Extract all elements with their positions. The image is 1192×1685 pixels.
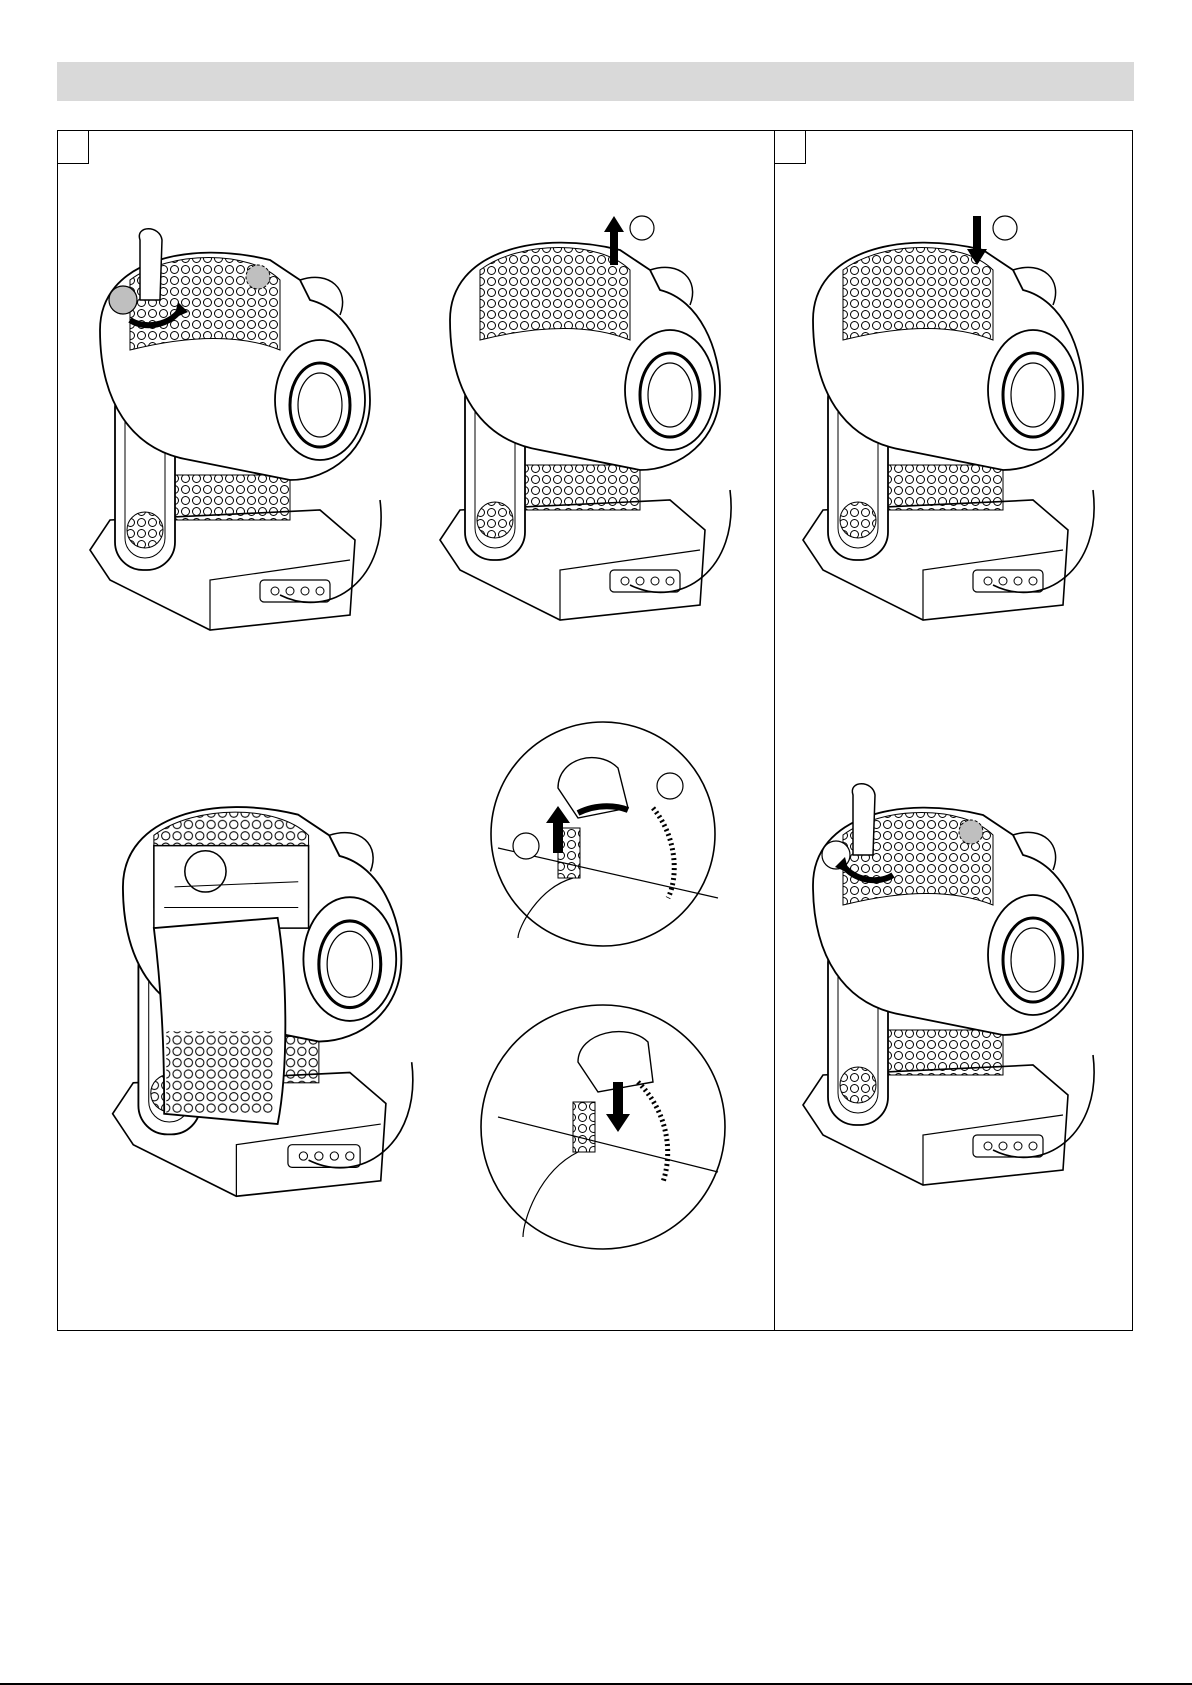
- header-bar: [57, 62, 1134, 101]
- callout-circle: [630, 216, 654, 240]
- moving-head-screw-icon: [783, 755, 1103, 1215]
- panel-divider: [774, 130, 775, 1331]
- step-box-left: [57, 130, 89, 164]
- callout-circle: [109, 286, 137, 314]
- callout-circle: [513, 833, 539, 859]
- detail-pull-turn-pin-icon: [478, 718, 728, 950]
- moving-head-lower-cover-icon: [783, 195, 1103, 645]
- moving-head-lift-cover-icon: [420, 195, 740, 645]
- step-box-right: [774, 130, 806, 164]
- callout-circle: [246, 265, 270, 289]
- moving-head-unscrew-icon: [70, 195, 390, 665]
- detail-push-pin-icon: [478, 1002, 728, 1252]
- callout-circle: [657, 773, 683, 799]
- callout-circle: [993, 216, 1017, 240]
- moving-head-open-icon: [92, 760, 422, 1220]
- callout-circle: [959, 820, 983, 844]
